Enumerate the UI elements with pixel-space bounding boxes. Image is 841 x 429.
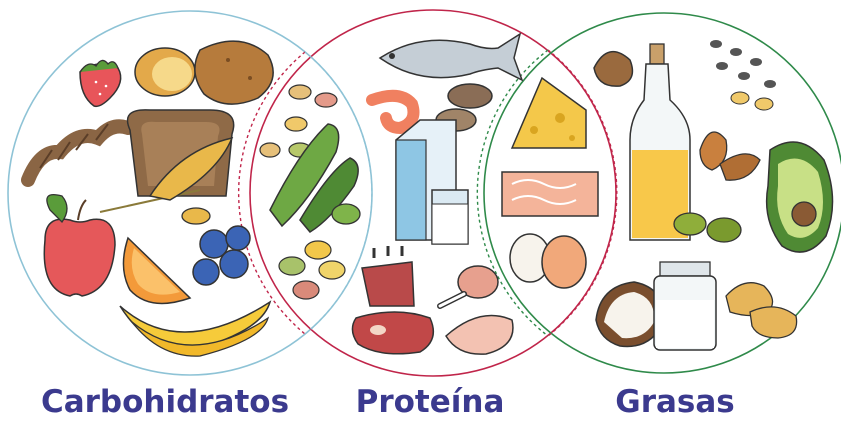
salmon-fillet-icon	[502, 172, 598, 216]
eggs-icon	[510, 234, 586, 288]
beef-steak-icon	[352, 312, 433, 354]
fusilli-pasta-icon	[28, 124, 128, 180]
fats-label: Grasas	[585, 382, 765, 422]
chickpeas-icon	[279, 241, 345, 299]
blueberries-icon	[193, 226, 250, 285]
almonds-icon	[700, 132, 760, 180]
cheese-icon	[512, 78, 586, 148]
protein-label: Proteína	[340, 382, 520, 422]
potato-icon	[195, 41, 273, 104]
apple-icon	[44, 195, 115, 296]
bananas-icon	[120, 302, 270, 356]
shrimp-icon	[372, 96, 414, 128]
chicken-breast-icon	[446, 316, 513, 355]
edamame-pods-icon	[270, 124, 360, 232]
seeds-icon	[710, 40, 776, 110]
hazelnut-icon	[594, 52, 632, 87]
oil-bottle-icon	[630, 44, 690, 240]
milk-jar-icon	[654, 262, 716, 350]
chicken-drumstick-icon	[440, 266, 498, 306]
lamb-chops-icon	[362, 246, 414, 306]
carbs-label: Carbohidratos	[40, 382, 290, 422]
avocado-icon	[767, 142, 833, 252]
peanuts-icon	[726, 283, 797, 338]
strawberry-icon	[80, 60, 121, 106]
sweet-potato-icon	[135, 48, 195, 96]
milk-glass-icon	[432, 190, 468, 244]
orange-slice-icon	[123, 238, 190, 303]
fish-icon	[380, 34, 522, 80]
